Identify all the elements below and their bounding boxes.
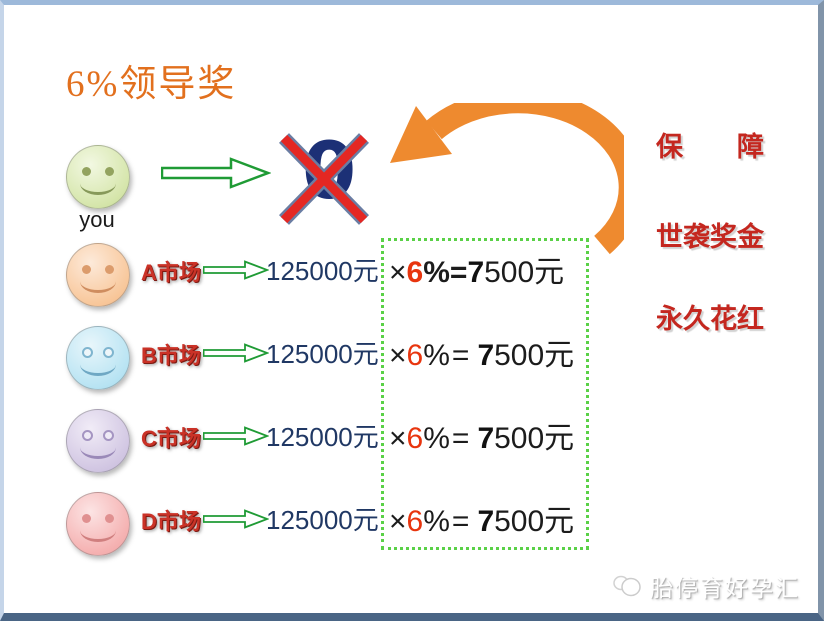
formula: ×6%=7500元 [389, 496, 574, 540]
arrow-right-icon [203, 343, 269, 363]
market-amount: 125000元 [266, 422, 379, 452]
rate-value: 6 [406, 505, 424, 538]
market-label: A市场 [141, 260, 201, 285]
smiley-mouth [80, 353, 116, 376]
smiley-face-icon [66, 326, 130, 390]
market-row: D市场 125000元 ×6%=7500元 [4, 486, 818, 566]
smiley-mouth [80, 172, 116, 195]
benefit-item: 保 障 [656, 132, 764, 162]
percent-sign: % [423, 339, 450, 372]
market-amount: 125000元 [266, 256, 379, 286]
result-lead-digit: 7 [477, 339, 495, 372]
percent-sign: % [423, 422, 450, 455]
smiley-face-icon [66, 492, 130, 556]
smiley-eye [82, 265, 91, 274]
market-row: B市场 125000元 ×6%=7500元 [4, 320, 818, 400]
multiply-sign: × [389, 505, 407, 538]
you-label: you [79, 207, 115, 232]
smiley-eye [105, 167, 114, 176]
result-tail: 500元 [494, 339, 575, 372]
smiley-eye [105, 514, 114, 523]
curved-arrow-icon [390, 103, 624, 255]
market-amount: 125000元 [266, 505, 379, 535]
equals-sign: = [451, 505, 470, 538]
cross-out-icon [278, 133, 370, 225]
result-lead-digit: 7 [477, 422, 495, 455]
smiley-eye [105, 265, 114, 274]
arrow-right-icon [203, 260, 269, 280]
chat-bubbles-logo [613, 575, 641, 597]
rate-value: 6 [406, 339, 424, 372]
smiley-mouth [80, 436, 116, 459]
benefit-item: 永久花红 [656, 304, 764, 334]
result-lead-digit: 7 [467, 256, 485, 289]
rate-value: 6 [406, 422, 424, 455]
watermark: 胎停育好孕汇 [612, 569, 800, 603]
smiley-mouth [80, 270, 116, 293]
multiply-sign: × [389, 339, 407, 372]
equals-sign: = [449, 256, 468, 289]
market-label: D市场 [141, 509, 201, 534]
arrow-right-icon [161, 157, 271, 189]
benefit-item: 世袭奖金 [656, 222, 764, 252]
rate-value: 6 [406, 256, 424, 289]
formula: ×6%=7500元 [389, 247, 564, 291]
arrow-right-icon [203, 509, 269, 529]
multiply-sign: × [389, 422, 407, 455]
market-label: B市场 [141, 343, 201, 368]
market-row: A市场 125000元 ×6%=7500元 [4, 237, 818, 317]
equals-sign: = [451, 422, 470, 455]
watermark-text: 胎停育好孕汇 [650, 575, 800, 601]
result-lead-digit: 7 [477, 505, 495, 538]
percent-sign: % [423, 256, 450, 289]
slide-title: 6%领导奖 [66, 64, 237, 105]
percent-sign: % [423, 505, 450, 538]
formula: ×6%=7500元 [389, 330, 574, 374]
result-tail: 500元 [494, 422, 575, 455]
result-tail: 500元 [484, 256, 565, 289]
smiley-face-icon [66, 409, 130, 473]
multiply-sign: × [389, 256, 407, 289]
result-tail: 500元 [494, 505, 575, 538]
smiley-eye [82, 167, 91, 176]
smiley-face-icon [66, 243, 130, 307]
smiley-eye [82, 514, 91, 523]
equals-sign: = [451, 339, 470, 372]
smiley-face-icon [66, 145, 130, 209]
arrow-right-icon [203, 426, 269, 446]
formula: ×6%=7500元 [389, 413, 574, 457]
market-row: C市场 125000元 ×6%=7500元 [4, 403, 818, 483]
smiley-mouth [80, 519, 116, 542]
market-amount: 125000元 [266, 339, 379, 369]
highlight-dashed-box [381, 238, 589, 550]
market-label: C市场 [141, 426, 201, 451]
